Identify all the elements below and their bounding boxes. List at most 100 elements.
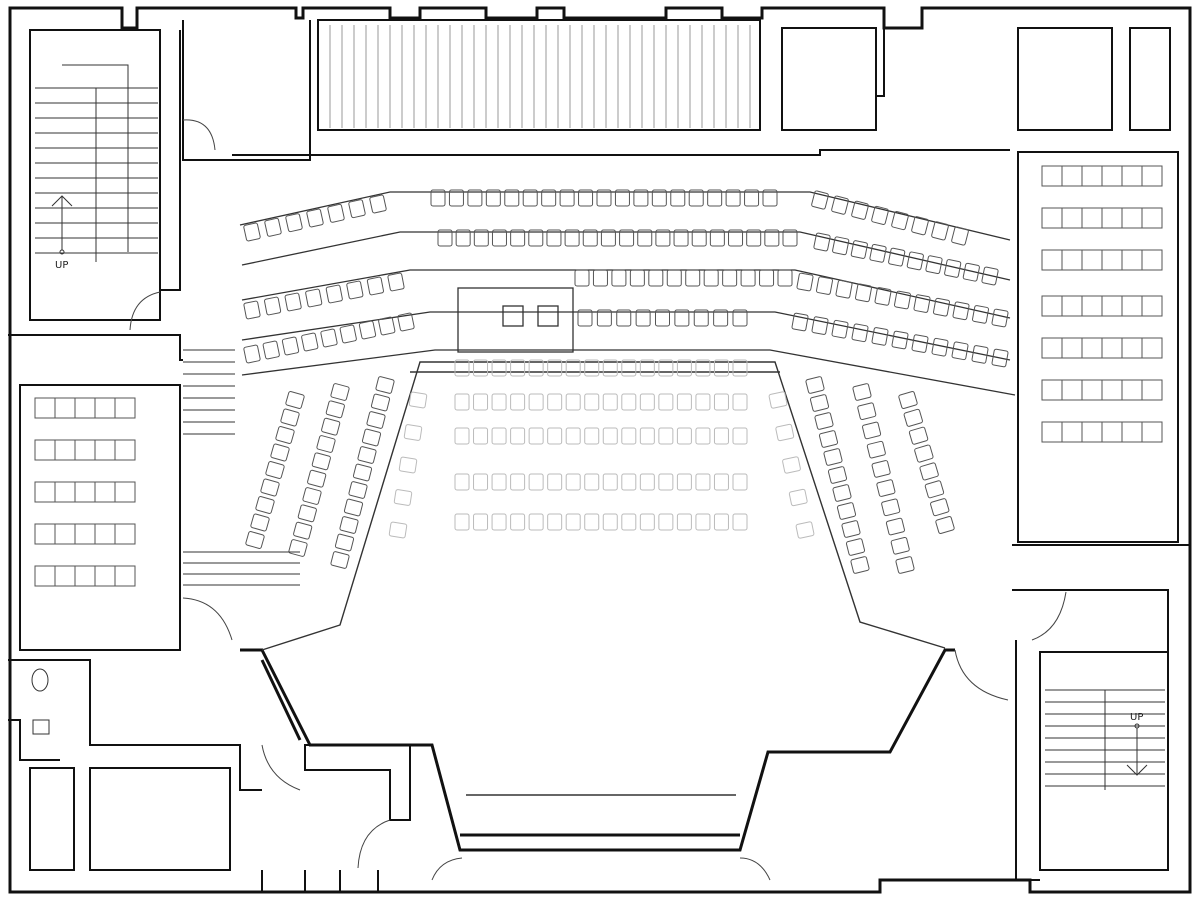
seat <box>911 216 929 236</box>
seat-block <box>114 439 136 461</box>
seat <box>722 269 738 287</box>
outer-walls <box>8 6 1192 894</box>
seat <box>732 513 748 531</box>
seat-block <box>1121 421 1143 443</box>
seat-block <box>1081 249 1103 271</box>
seat <box>584 473 600 491</box>
seat-block <box>1141 295 1163 317</box>
seat <box>709 229 725 247</box>
seat <box>584 393 600 411</box>
seat <box>871 205 889 225</box>
seat <box>951 341 969 361</box>
seat <box>666 269 682 287</box>
seat <box>596 309 612 327</box>
seat <box>528 393 544 411</box>
stage-front-edge <box>261 361 946 796</box>
seat <box>944 259 962 278</box>
seat <box>639 393 655 411</box>
seat <box>746 229 762 247</box>
seat <box>831 319 849 339</box>
seat <box>695 393 711 411</box>
seat-block <box>1101 421 1123 443</box>
seat <box>510 427 526 445</box>
seat <box>437 229 453 247</box>
seat <box>264 217 282 237</box>
seat <box>777 269 793 287</box>
seat <box>796 272 814 292</box>
seat-block <box>54 439 76 461</box>
stair-east-arrow <box>1126 723 1148 776</box>
seat <box>691 229 707 247</box>
seat <box>528 229 544 247</box>
seat <box>962 262 980 282</box>
seat <box>931 337 949 357</box>
seat <box>845 538 866 556</box>
seat-block <box>54 523 76 545</box>
seat <box>732 427 748 445</box>
seat-block <box>1061 249 1083 271</box>
seat-block <box>1121 207 1143 229</box>
seat <box>243 344 261 364</box>
seat <box>280 408 300 427</box>
seat <box>893 290 912 310</box>
seat <box>388 521 408 539</box>
seat <box>578 189 594 207</box>
stairs <box>35 25 1165 790</box>
seat-block <box>1041 379 1063 401</box>
seat-block <box>54 481 76 503</box>
seat <box>911 334 929 353</box>
seat-block <box>74 523 96 545</box>
seat-block <box>1121 379 1143 401</box>
seat <box>818 430 839 448</box>
seat <box>454 393 470 411</box>
seat <box>547 473 563 491</box>
seat <box>357 446 377 464</box>
seat <box>732 473 748 491</box>
seat <box>250 513 270 532</box>
seat <box>658 427 674 445</box>
seat <box>951 226 969 246</box>
seat <box>366 411 386 429</box>
seat <box>564 229 580 247</box>
seat <box>307 469 327 488</box>
seat <box>387 272 405 292</box>
seat <box>455 229 471 247</box>
seat <box>393 489 413 506</box>
seat-block <box>34 481 56 503</box>
seat-block <box>34 397 56 419</box>
seat <box>559 189 575 207</box>
seat-block <box>114 565 136 587</box>
seat <box>891 330 909 350</box>
seat <box>924 480 945 499</box>
seat-block <box>74 397 96 419</box>
seat <box>260 478 280 497</box>
toilet-icon <box>31 668 49 692</box>
seat <box>658 359 674 377</box>
seat <box>602 359 618 377</box>
seat <box>454 359 470 377</box>
seat-block <box>1101 295 1123 317</box>
seat <box>658 513 674 531</box>
seat <box>306 208 324 228</box>
seat <box>325 400 345 419</box>
seat <box>673 229 689 247</box>
seat <box>688 189 704 207</box>
seat <box>547 359 563 377</box>
seat <box>522 189 538 207</box>
seat-block <box>94 397 116 419</box>
seat-block <box>1121 295 1143 317</box>
seat <box>655 309 670 327</box>
seat <box>768 391 788 409</box>
seat <box>857 402 877 421</box>
seat <box>467 189 483 207</box>
seat <box>565 359 581 377</box>
seat <box>473 229 489 247</box>
seat-block <box>1101 207 1123 229</box>
seat <box>370 393 391 412</box>
seat <box>327 203 345 223</box>
seat <box>352 463 373 482</box>
seat <box>981 266 999 286</box>
seat <box>346 280 364 300</box>
seat <box>871 327 889 346</box>
